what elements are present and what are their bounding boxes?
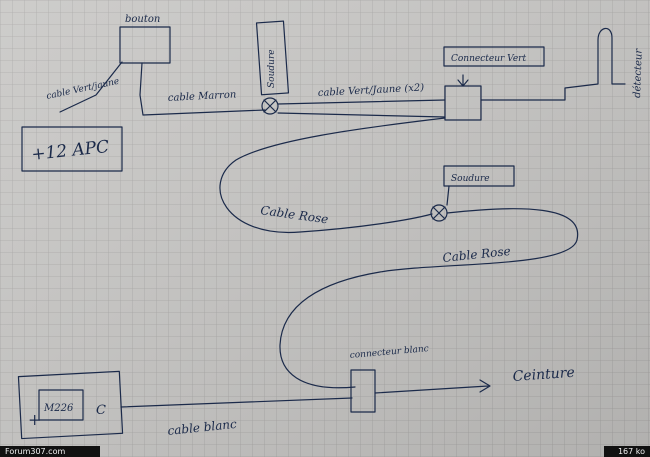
ceinture-arrow <box>374 379 491 394</box>
cable-vert-jaune-left-line <box>59 61 123 113</box>
soudure-mid-box <box>443 165 515 187</box>
cable-rose-2-line <box>279 208 579 389</box>
label-c-partial: C <box>96 403 106 418</box>
cable-blanc-line <box>120 397 353 408</box>
footer-file-size: 167 ko <box>604 446 650 457</box>
cable-rose-1-line <box>219 117 446 234</box>
apc-box <box>21 126 123 172</box>
label-ceinture: Ceinture <box>512 365 575 385</box>
label-soudure-top: Soudure <box>267 49 277 88</box>
label-cable-marron: cable Marron <box>168 89 237 104</box>
soudure-top-box <box>255 20 290 96</box>
cable-marron-line <box>139 62 266 116</box>
soudure-top-symbol <box>261 97 279 115</box>
label-plus-partial: + <box>28 410 41 429</box>
bouton-box <box>119 26 171 64</box>
label-soudure-mid: Soudure <box>451 174 490 184</box>
cable-x2-line <box>277 99 446 118</box>
connecteur-vert-label-box <box>443 46 545 67</box>
m226-outer-box <box>17 370 124 440</box>
cable-detecteur-line <box>480 27 626 101</box>
label-connecteur-vert: Connecteur Vert <box>451 54 526 64</box>
m226-inner-box <box>38 389 84 421</box>
label-m226: M226 <box>43 403 74 414</box>
label-bouton: bouton <box>125 14 160 25</box>
footer-site-name: Forum307.com <box>0 446 100 457</box>
label-detecteur: détecteur <box>632 48 645 99</box>
connecteur-blanc-block <box>350 369 376 413</box>
